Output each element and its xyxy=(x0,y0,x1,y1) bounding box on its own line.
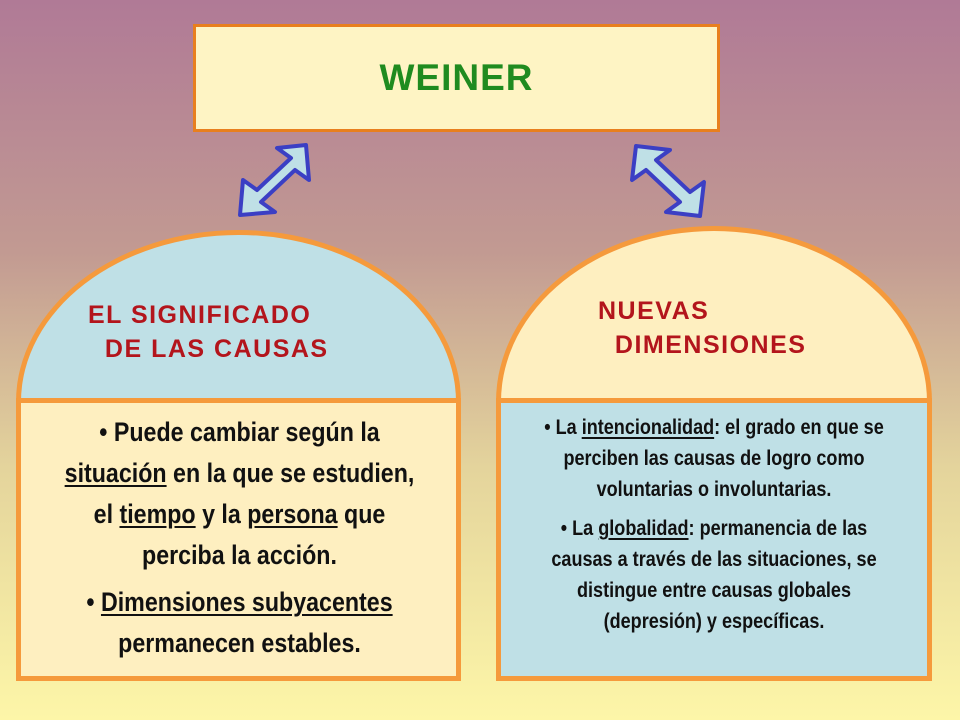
title-box: WEINER xyxy=(193,24,720,132)
text-segment: que perciba la acción. xyxy=(142,499,386,570)
left-heading: EL SIGNIFICADO DE LAS CAUSAS xyxy=(88,298,329,366)
text-segment: y la xyxy=(195,499,248,529)
underlined-term: globalidad xyxy=(598,517,689,540)
right-panel xyxy=(496,398,932,681)
bullet-marker: • xyxy=(544,416,551,439)
left-heading-line1: EL SIGNIFICADO xyxy=(88,301,312,329)
left-bullet-1: • Puede cambiar según la situación en la… xyxy=(52,412,426,576)
underlined-term: intencionalidad xyxy=(581,416,715,439)
right-panel-text: • La intencionalidad: el grado en que se… xyxy=(528,412,900,645)
bullet-marker: • xyxy=(99,417,108,447)
bullet-marker: • xyxy=(86,587,95,617)
left-bullet-2: • Dimensiones subyacentes permanecen est… xyxy=(52,582,426,664)
text-segment: permanecen estables. xyxy=(118,628,361,658)
text-segment: Puede cambiar según la xyxy=(107,417,380,447)
underlined-term: tiempo xyxy=(119,499,196,529)
left-panel-text: • Puede cambiar según la situación en la… xyxy=(52,412,426,670)
text-segment: La xyxy=(550,416,582,439)
underlined-term: Dimensiones subyacentes xyxy=(100,587,393,617)
right-heading: NUEVAS DIMENSIONES xyxy=(598,294,806,362)
double-arrow-right-icon xyxy=(630,144,706,218)
text-segment: La xyxy=(567,517,599,540)
left-panel xyxy=(16,398,461,681)
text-segment: en la que se estudien, el xyxy=(93,458,415,529)
double-arrow-left-icon xyxy=(238,143,311,217)
right-heading-line2: DIMENSIONES xyxy=(614,331,807,359)
left-heading-line2: DE LAS CAUSAS xyxy=(104,335,329,363)
bullet-marker: • xyxy=(560,517,568,540)
underlined-term: persona xyxy=(247,499,338,529)
underlined-term: situación xyxy=(64,458,167,488)
right-heading-line1: NUEVAS xyxy=(598,297,710,325)
text-segment: : el grado en que se perciben las causas… xyxy=(563,416,884,501)
right-bullet-2: • La globalidad: permanencia de las caus… xyxy=(528,513,900,637)
text-segment: : permanencia de las causas a través de … xyxy=(551,517,877,633)
page-title: WEINER xyxy=(379,57,534,98)
right-bullet-1: • La intencionalidad: el grado en que se… xyxy=(528,412,900,505)
